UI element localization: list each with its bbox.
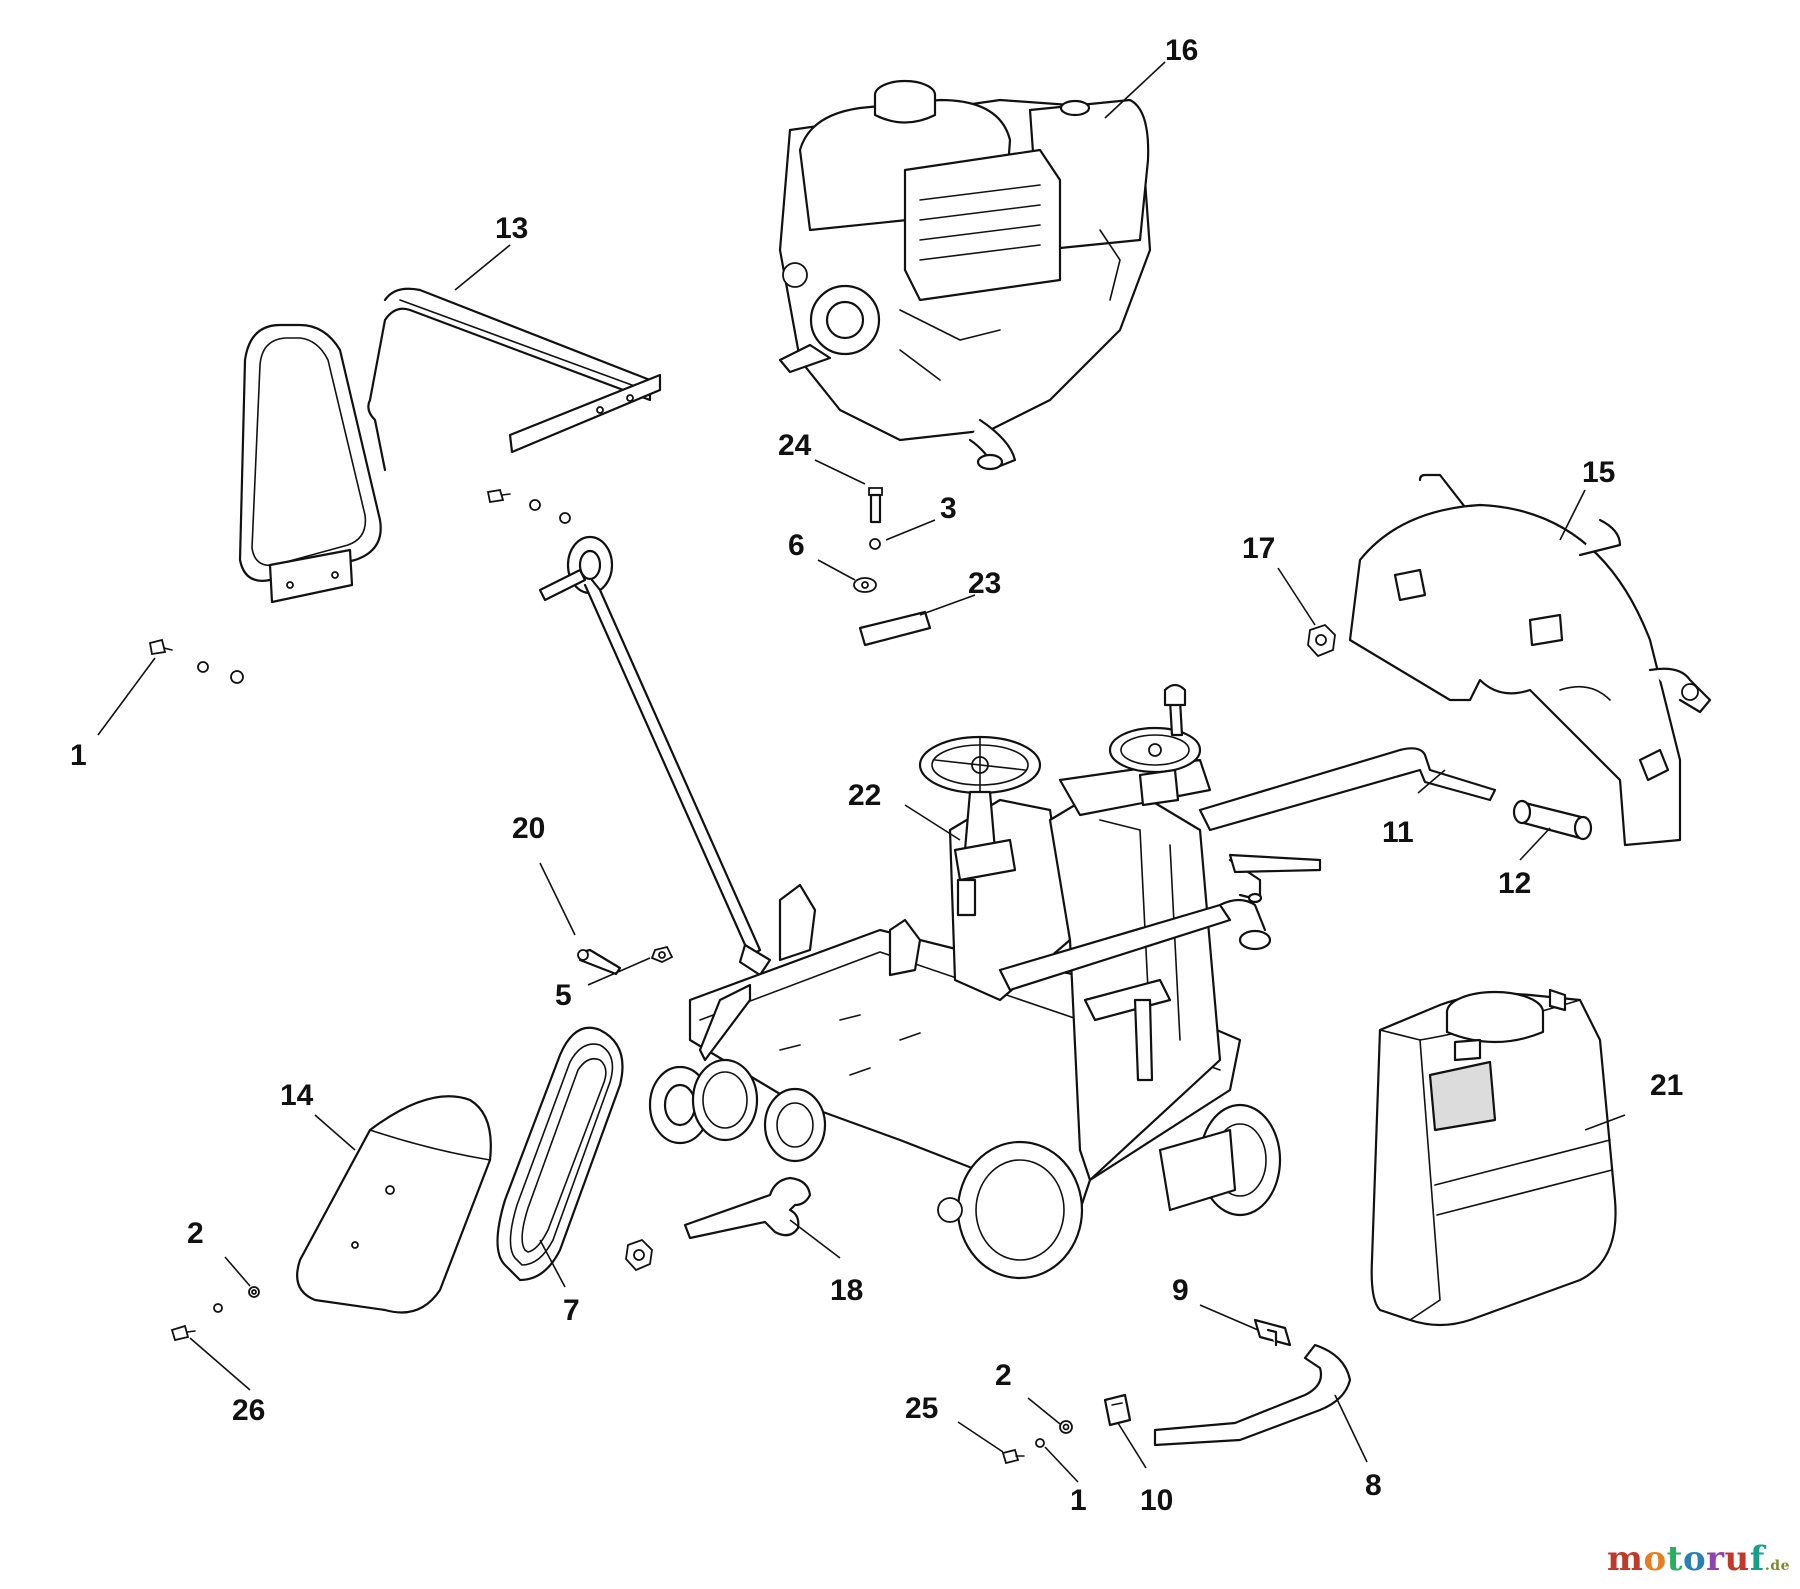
nut-part-2-left [248,1286,260,1298]
clip-part-9 [1253,1318,1292,1347]
watermark-suffix: .de [1764,1558,1790,1574]
callout-6: 6 [788,529,805,562]
callout-17: 17 [1242,532,1275,565]
frame-bolt-set [486,488,571,524]
callout-16: 16 [1165,34,1198,67]
bolt-part-25 [1001,1448,1025,1465]
callout-1-bottom: 1 [1070,1484,1087,1517]
callout-24: 24 [778,429,812,462]
washer-part-1-bottom [1035,1438,1045,1448]
engine-part-16 [778,79,1152,471]
engine-mount-hardware [853,487,932,647]
callout-2-left: 2 [187,1217,204,1250]
callout-18: 18 [830,1274,863,1307]
callout-2-right: 2 [995,1359,1012,1392]
bolt-part-1 [148,638,244,684]
chassis-frame [648,683,1497,1280]
watermark-brand: motoruf [1607,1539,1765,1579]
callout-14: 14 [280,1079,314,1112]
callout-13: 13 [495,212,528,245]
callout-25: 25 [905,1392,938,1425]
drive-belt-part-7 [496,1026,624,1282]
blade-guard-part-15 [1348,473,1712,847]
bolt-part-26 [170,1303,223,1342]
callout-3: 3 [940,492,957,525]
callout-11: 11 [1382,816,1414,849]
depth-rod-assembly [538,535,772,977]
callout-21: 21 [1650,1069,1683,1102]
wrench-part-18 [683,1176,812,1240]
knob-nut-18b [625,1238,653,1272]
belt-guard-part-14 [296,1095,492,1314]
callout-labels: 1 1 2 2 3 5 6 7 8 9 10 11 12 13 14 15 16… [70,34,1683,1517]
callout-26: 26 [232,1394,265,1427]
callout-12: 12 [1498,867,1531,900]
strap-part-8 [1153,1343,1352,1447]
bolt-part-20 [577,948,622,976]
callout-1-left: 1 [70,739,87,772]
callout-15: 15 [1582,456,1615,489]
callout-22: 22 [848,779,881,812]
nut-part-5 [650,945,674,963]
knob-nut-part-17 [1307,623,1336,658]
callout-10: 10 [1140,1484,1173,1517]
washer-part-2-right [1059,1420,1073,1434]
clip-part-10 [1103,1393,1132,1427]
callout-7: 7 [563,1294,580,1327]
water-tank-part-21 [1370,988,1617,1327]
handle-frame-part-13 [238,287,662,604]
callout-23: 23 [968,567,1001,600]
callout-8: 8 [1365,1469,1382,1502]
callout-5: 5 [555,979,572,1012]
callout-20: 20 [512,812,545,845]
leader-lines [97,61,1626,1483]
watermark-logo: motoruf.de [1607,1539,1790,1579]
grip-part-12 [1512,799,1593,841]
callout-9: 9 [1172,1274,1189,1307]
